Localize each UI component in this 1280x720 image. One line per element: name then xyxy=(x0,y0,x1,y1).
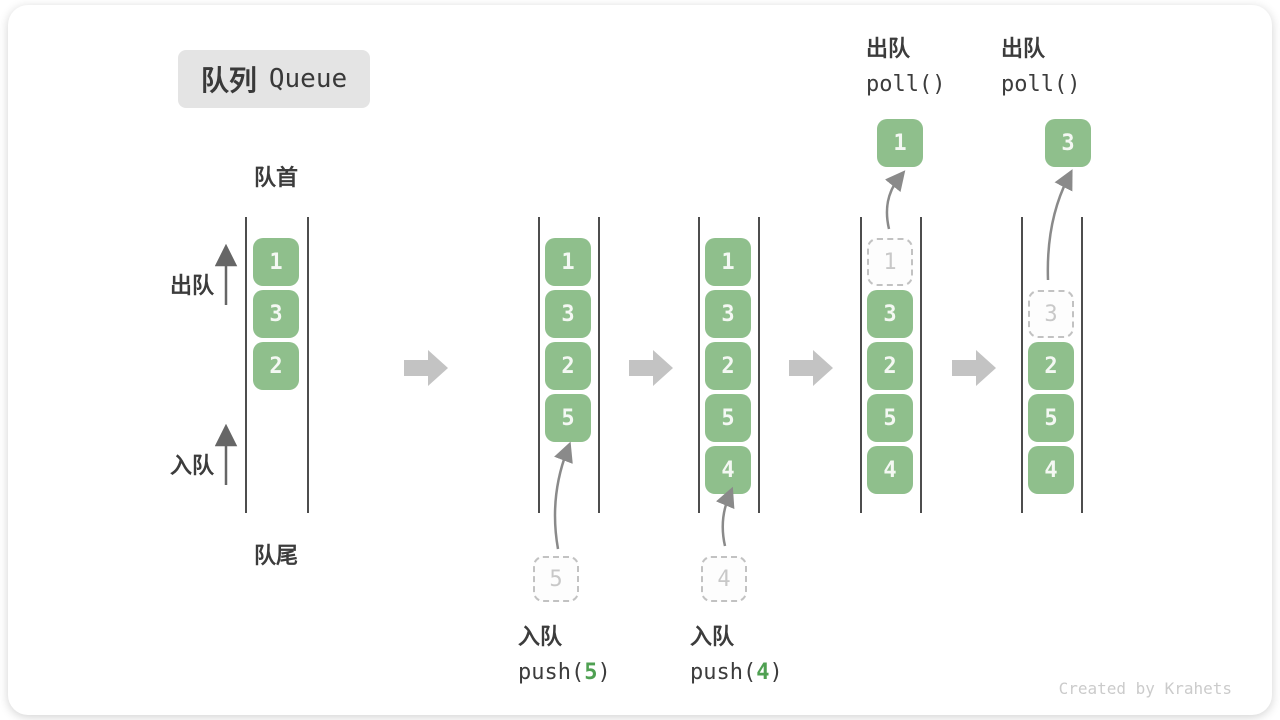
queue-cell: 3 xyxy=(705,290,751,338)
queue-front-label: 队首 xyxy=(253,165,298,190)
flow-arrow-icon xyxy=(952,350,996,386)
watermark: Created by Krahets xyxy=(1058,679,1232,698)
queue-wall xyxy=(245,217,247,513)
queue-cell: 4 xyxy=(1028,446,1074,494)
incoming-value-box: 4 xyxy=(701,556,747,602)
enqueue-up-arrow-icon xyxy=(214,423,238,485)
queue-rear-label: 队尾 xyxy=(253,543,298,568)
enqueue-curve-arrow-icon xyxy=(715,486,735,547)
queue-wall xyxy=(1081,217,1083,513)
queue-wall xyxy=(920,217,922,513)
op-poll1-label: 出队 poll() xyxy=(866,31,945,103)
dequeue-curve-arrow-icon xyxy=(884,170,906,230)
queue-cell: 2 xyxy=(545,342,591,390)
queue-cell: 5 xyxy=(1028,394,1074,442)
enqueue-side-label: 入队 xyxy=(170,453,215,478)
op-push5-label: 入队 push(5) xyxy=(518,619,611,691)
op-poll2-label: 出队 poll() xyxy=(1001,31,1080,103)
op-push5-cn: 入队 xyxy=(518,624,563,649)
queue-wall xyxy=(698,217,700,513)
queue-cell: 5 xyxy=(867,394,913,442)
queue-wall xyxy=(758,217,760,513)
queue-cell: 1 xyxy=(253,238,299,286)
flow-arrow-icon xyxy=(404,350,448,386)
op-poll1-code: poll() xyxy=(866,72,946,97)
queue-cell: 1 xyxy=(705,238,751,286)
title-en: Queue xyxy=(268,64,348,94)
op-push4-cn: 入队 xyxy=(690,624,735,649)
title-badge: 队列 Queue xyxy=(178,50,370,108)
figure-card: 队列 Queue 队首 队尾 出队 入队 1 3 2 xyxy=(8,5,1272,715)
enqueue-curve-arrow-icon xyxy=(553,441,573,550)
queue-cell: 5 xyxy=(545,394,591,442)
ghost-cell: 3 xyxy=(1028,290,1074,338)
queue-cell: 5 xyxy=(705,394,751,442)
queue-cell: 3 xyxy=(253,290,299,338)
queue-cell: 2 xyxy=(1028,342,1074,390)
op-push4-label: 入队 push(4) xyxy=(690,619,783,691)
queue-wall xyxy=(1021,217,1023,513)
queue-cell: 2 xyxy=(253,342,299,390)
dequeue-up-arrow-icon xyxy=(214,243,238,305)
queue-cell: 1 xyxy=(545,238,591,286)
queue-cell: 4 xyxy=(867,446,913,494)
queue-cell: 3 xyxy=(545,290,591,338)
queue-cell: 2 xyxy=(867,342,913,390)
op-poll2-cn: 出队 xyxy=(1001,36,1046,61)
outgoing-value-box: 3 xyxy=(1045,119,1091,167)
title-cn: 队列 xyxy=(200,65,257,96)
queue-wall xyxy=(860,217,862,513)
dequeue-side-label: 出队 xyxy=(170,273,215,298)
op-poll2-code: poll() xyxy=(1001,72,1081,97)
queue-wall xyxy=(598,217,600,513)
op-poll1-cn: 出队 xyxy=(866,36,911,61)
queue-cell: 4 xyxy=(705,446,751,494)
flow-arrow-icon xyxy=(789,350,833,386)
incoming-value-box: 5 xyxy=(533,556,579,602)
flow-arrow-icon xyxy=(629,350,673,386)
queue-wall xyxy=(538,217,540,513)
queue-cell: 3 xyxy=(867,290,913,338)
op-push4-code: push(4) xyxy=(690,660,783,685)
ghost-cell: 1 xyxy=(867,238,913,286)
queue-wall xyxy=(307,217,309,513)
outgoing-value-box: 1 xyxy=(877,119,923,167)
queue-cell: 2 xyxy=(705,342,751,390)
op-push5-code: push(5) xyxy=(518,660,611,685)
dequeue-curve-arrow-icon xyxy=(1046,169,1073,281)
